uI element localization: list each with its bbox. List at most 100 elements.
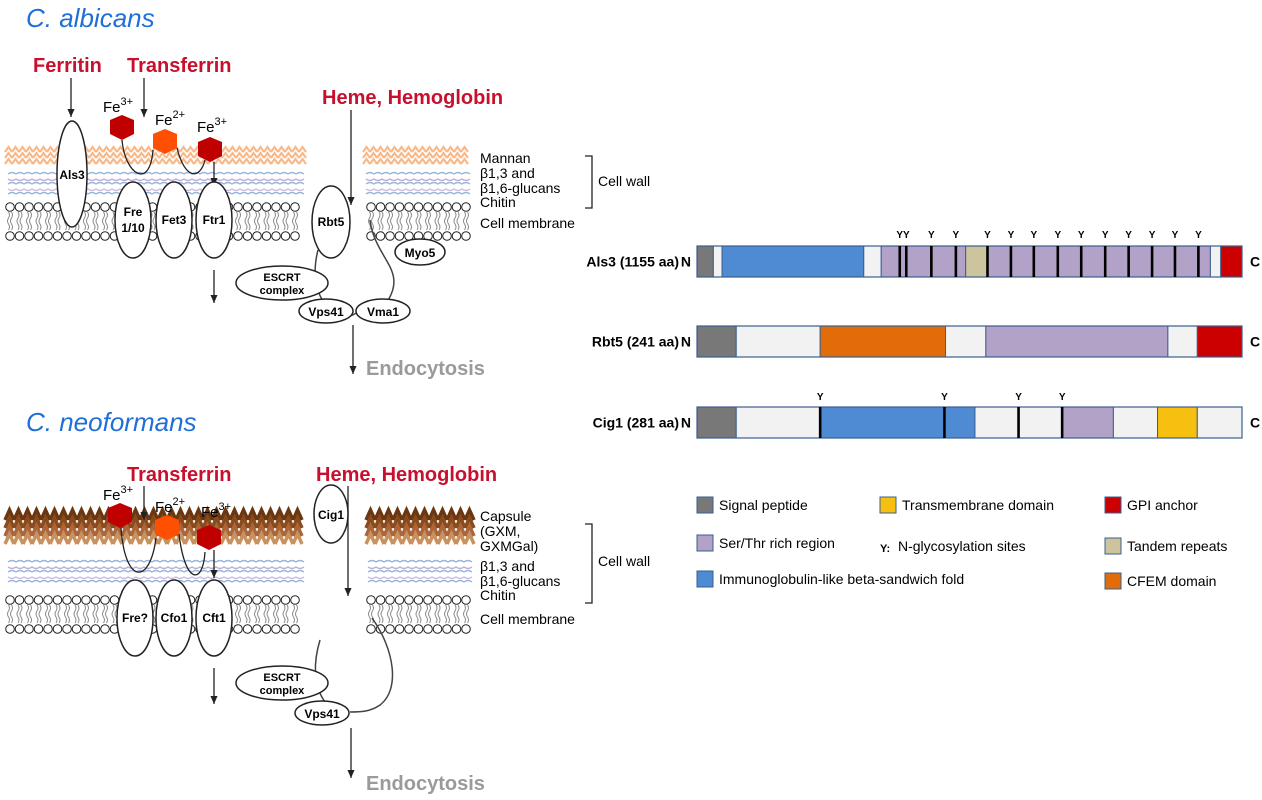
- ftr1-protein: [195, 181, 233, 259]
- cell-wall-bracket: [585, 523, 593, 604]
- escrt-complex: [235, 265, 329, 301]
- iron-transfer-path: [121, 139, 154, 175]
- fre-protein: [116, 579, 154, 657]
- fe2-label: Fe2+: [155, 496, 185, 516]
- n-terminus-label: N: [681, 334, 691, 350]
- domain-segment-empty: [945, 325, 987, 358]
- legend-item: Signal peptide: [696, 496, 808, 514]
- glucan-layer: [7, 559, 473, 583]
- escrt-label-2: complex: [260, 685, 306, 697]
- cft1-label: Cft1: [202, 611, 226, 625]
- fre-label-2: 1/10: [121, 221, 145, 235]
- domain-segment-empty: [1196, 406, 1243, 439]
- myo5-protein: [394, 238, 446, 266]
- ligand-transferrin: Transferrin: [127, 55, 231, 77]
- ftr1-label: Ftr1: [203, 213, 226, 227]
- n-terminus-label: N: [681, 254, 691, 270]
- legend-label: GPI anchor: [1127, 497, 1198, 513]
- domain-segment-signal: [696, 245, 714, 278]
- glycosylation-site-label: Y: [1008, 230, 1015, 241]
- rbt5-protein: [311, 185, 351, 259]
- cell-wall-label: Cell wall: [598, 173, 650, 189]
- b13-label: β1,3 and: [480, 165, 535, 181]
- legend-swatch: [879, 496, 897, 514]
- glycosylation-site-label: Y: [1125, 230, 1132, 241]
- domain-segment-cfem: [819, 325, 947, 358]
- glycosylation-site-label: Y: [896, 230, 903, 241]
- iron-transfer-path: [120, 527, 157, 573]
- ligand-ferritin: Ferritin: [33, 55, 102, 77]
- glycosylation-site-label: Y: [903, 230, 910, 241]
- ligand-transferrin: Transferrin: [127, 464, 231, 486]
- vps41-label: Vps41: [308, 305, 344, 319]
- fe2-ion: [153, 129, 177, 154]
- iron-transfer-path: [178, 533, 206, 576]
- domain-bar-outline: [696, 406, 1243, 439]
- gxm-label: (GXM,: [480, 523, 520, 539]
- domain-segment-tm: [1157, 406, 1198, 439]
- fe3-right-label: Fe3+: [197, 116, 227, 136]
- glycosylation-site-label: Y: [1059, 392, 1066, 403]
- domain-segment-ig: [819, 406, 976, 439]
- fe3-right-label: Fe3+: [201, 501, 231, 521]
- als3-label: Als3: [59, 168, 85, 182]
- glycosylation-site-label: Y: [1054, 230, 1061, 241]
- domain-segment-ser-thr: [1061, 406, 1114, 439]
- escrt-label: ESCRT: [263, 672, 301, 684]
- legend-label: N-glycosylation sites: [898, 538, 1026, 554]
- membrane-bilayer: [5, 595, 471, 634]
- endocytic-invagination: [349, 617, 394, 713]
- legend-label: Tandem repeats: [1127, 538, 1227, 554]
- legend-glyco-symbol: Y:: [880, 543, 890, 555]
- als3-protein: [56, 120, 88, 228]
- legend-item: CFEM domain: [1104, 572, 1216, 590]
- albicans-panel: C. albicans Ferritin Transferrin Heme, H…: [4, 3, 650, 380]
- gxmgal-label: GXMGal): [480, 538, 538, 554]
- legend-label: CFEM domain: [1127, 573, 1216, 589]
- b13-label: β1,3 and: [480, 558, 535, 574]
- fet3-protein: [155, 181, 193, 259]
- fet3-label: Fet3: [162, 213, 187, 227]
- cft1-protein: [195, 579, 233, 657]
- escrt-complex: [235, 665, 329, 701]
- legend-item: GPI anchor: [1104, 496, 1198, 514]
- glycosylation-site-label: Y: [817, 392, 824, 403]
- c-terminus-label: C: [1250, 415, 1260, 431]
- fe3-ion: [197, 525, 221, 550]
- domain-segment-ser-thr: [986, 245, 1211, 278]
- cfo1-label: Cfo1: [161, 611, 188, 625]
- domain-segment-gpi: [1220, 245, 1243, 278]
- species-title: C. albicans: [26, 3, 155, 33]
- glycosylation-site-label: Y: [1149, 230, 1156, 241]
- glycosylation-site-label: Y: [1030, 230, 1037, 241]
- legend-item: Transmembrane domain: [879, 496, 1054, 514]
- ligand-heme: Heme, Hemoglobin: [316, 464, 497, 486]
- fre-label: Fre?: [122, 611, 148, 625]
- escrt-label-2: complex: [260, 285, 306, 297]
- glycosylation-site-label: Y: [1172, 230, 1179, 241]
- fe3-ion: [198, 137, 222, 162]
- domain-segment-ser-thr: [880, 245, 967, 278]
- iron-transfer-path: [176, 147, 206, 175]
- c-terminus-label: C: [1250, 254, 1260, 270]
- fe3-ion: [108, 503, 132, 528]
- domain-bar-outline: [696, 245, 1243, 278]
- domain-segment-gpi: [1196, 325, 1243, 358]
- legend-label: Transmembrane domain: [902, 497, 1054, 513]
- membrane-label: Cell membrane: [480, 215, 575, 231]
- domain-segment-signal: [696, 406, 737, 439]
- legend-swatch: [1104, 572, 1122, 590]
- legend-swatch: [1104, 496, 1122, 514]
- b16-label: β1,6-glucans: [480, 573, 560, 589]
- cell-wall-label: Cell wall: [598, 553, 650, 569]
- cig1-label: Cig1: [318, 508, 344, 522]
- glycosylation-site-label: Y: [928, 230, 935, 241]
- membrane-label: Cell membrane: [480, 611, 575, 627]
- fe2-ion: [155, 515, 179, 540]
- endocytosis-label: Endocytosis: [366, 358, 485, 380]
- capsule-label: Capsule: [480, 508, 532, 524]
- glycosylation-site-label: Y: [1195, 230, 1202, 241]
